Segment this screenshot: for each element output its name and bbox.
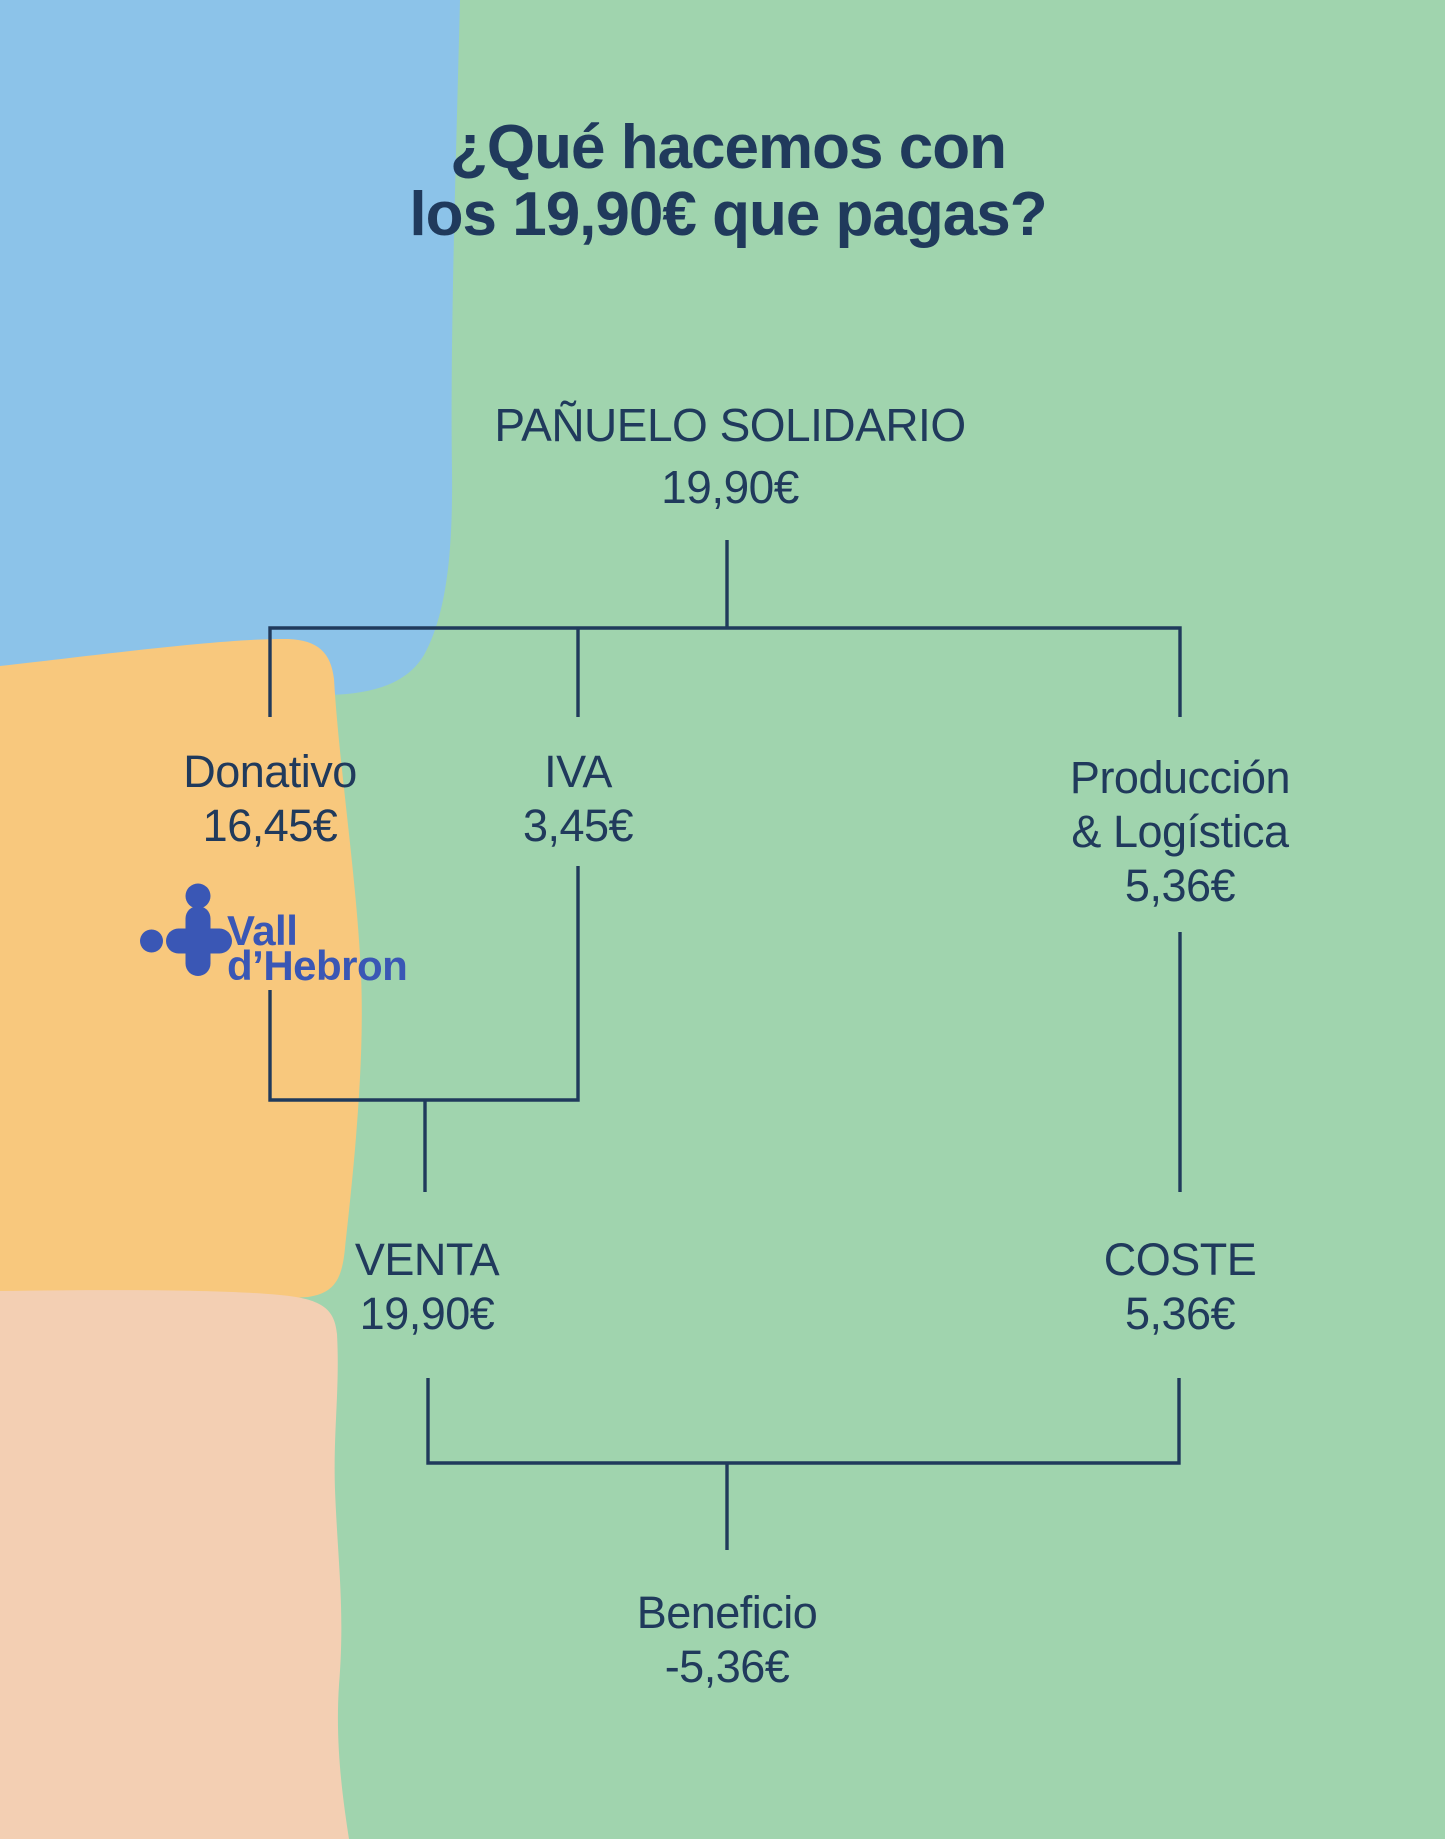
node-donativo-value: 16,45€ bbox=[202, 800, 338, 851]
background-blob-blue bbox=[0, 0, 460, 696]
background-blob-peach bbox=[0, 1290, 349, 1839]
node-produccion-label-line1: Producción bbox=[1069, 752, 1291, 803]
node-coste: COSTE 5,36€ bbox=[1104, 1233, 1257, 1341]
connector-top-branch bbox=[268, 626, 1182, 717]
tree-connectors bbox=[268, 540, 1182, 1550]
logo-head-dot bbox=[185, 883, 211, 909]
node-panuelo-solidario: PAÑUELO SOLIDARIO 19,90€ bbox=[494, 394, 966, 518]
page-title-line1: ¿Qué hacemos con bbox=[450, 113, 1007, 182]
node-produccion-value: 5,36€ bbox=[1124, 860, 1236, 911]
node-coste-label: COSTE bbox=[1103, 1234, 1257, 1285]
node-donativo-label: Donativo bbox=[183, 746, 357, 797]
node-coste-value: 5,36€ bbox=[1124, 1288, 1236, 1339]
node-panuelo-value: 19,90€ bbox=[661, 461, 799, 513]
node-donativo: Donativo 16,45€ bbox=[183, 745, 357, 853]
logo-cross-horizontal-bar bbox=[166, 928, 232, 954]
connector-venta-coste-merge bbox=[426, 1378, 1181, 1465]
node-iva-label: IVA bbox=[544, 746, 612, 797]
node-beneficio: Beneficio -5,36€ bbox=[637, 1586, 818, 1694]
node-iva-value: 3,45€ bbox=[522, 800, 634, 851]
node-beneficio-value: -5,36€ bbox=[664, 1641, 790, 1692]
node-panuelo-label: PAÑUELO SOLIDARIO bbox=[494, 399, 966, 451]
node-produccion-label-line2: & Logística bbox=[1071, 806, 1289, 857]
logo-wordmark-line1: Vall bbox=[227, 907, 298, 954]
node-venta-label: VENTA bbox=[354, 1234, 500, 1285]
node-iva: IVA 3,45€ bbox=[522, 745, 634, 853]
logo-wordmark-line2: d’Hebron bbox=[227, 942, 408, 989]
page-title: ¿Qué hacemos con los 19,90€ que pagas? bbox=[409, 113, 1047, 249]
background-blob-orange bbox=[0, 638, 362, 1300]
logo-side-dot bbox=[140, 929, 163, 953]
node-produccion-logistica: Producción & Logística 5,36€ bbox=[1069, 751, 1291, 913]
page-title-line2: los 19,90€ que pagas? bbox=[409, 180, 1047, 249]
vall-dhebron-logo-wordmark: Vall d’Hebron bbox=[227, 907, 408, 989]
vall-dhebron-logo-icon bbox=[140, 883, 232, 976]
node-venta-value: 19,90€ bbox=[359, 1288, 495, 1339]
node-venta: VENTA 19,90€ bbox=[354, 1233, 500, 1341]
node-beneficio-label: Beneficio bbox=[636, 1587, 818, 1638]
